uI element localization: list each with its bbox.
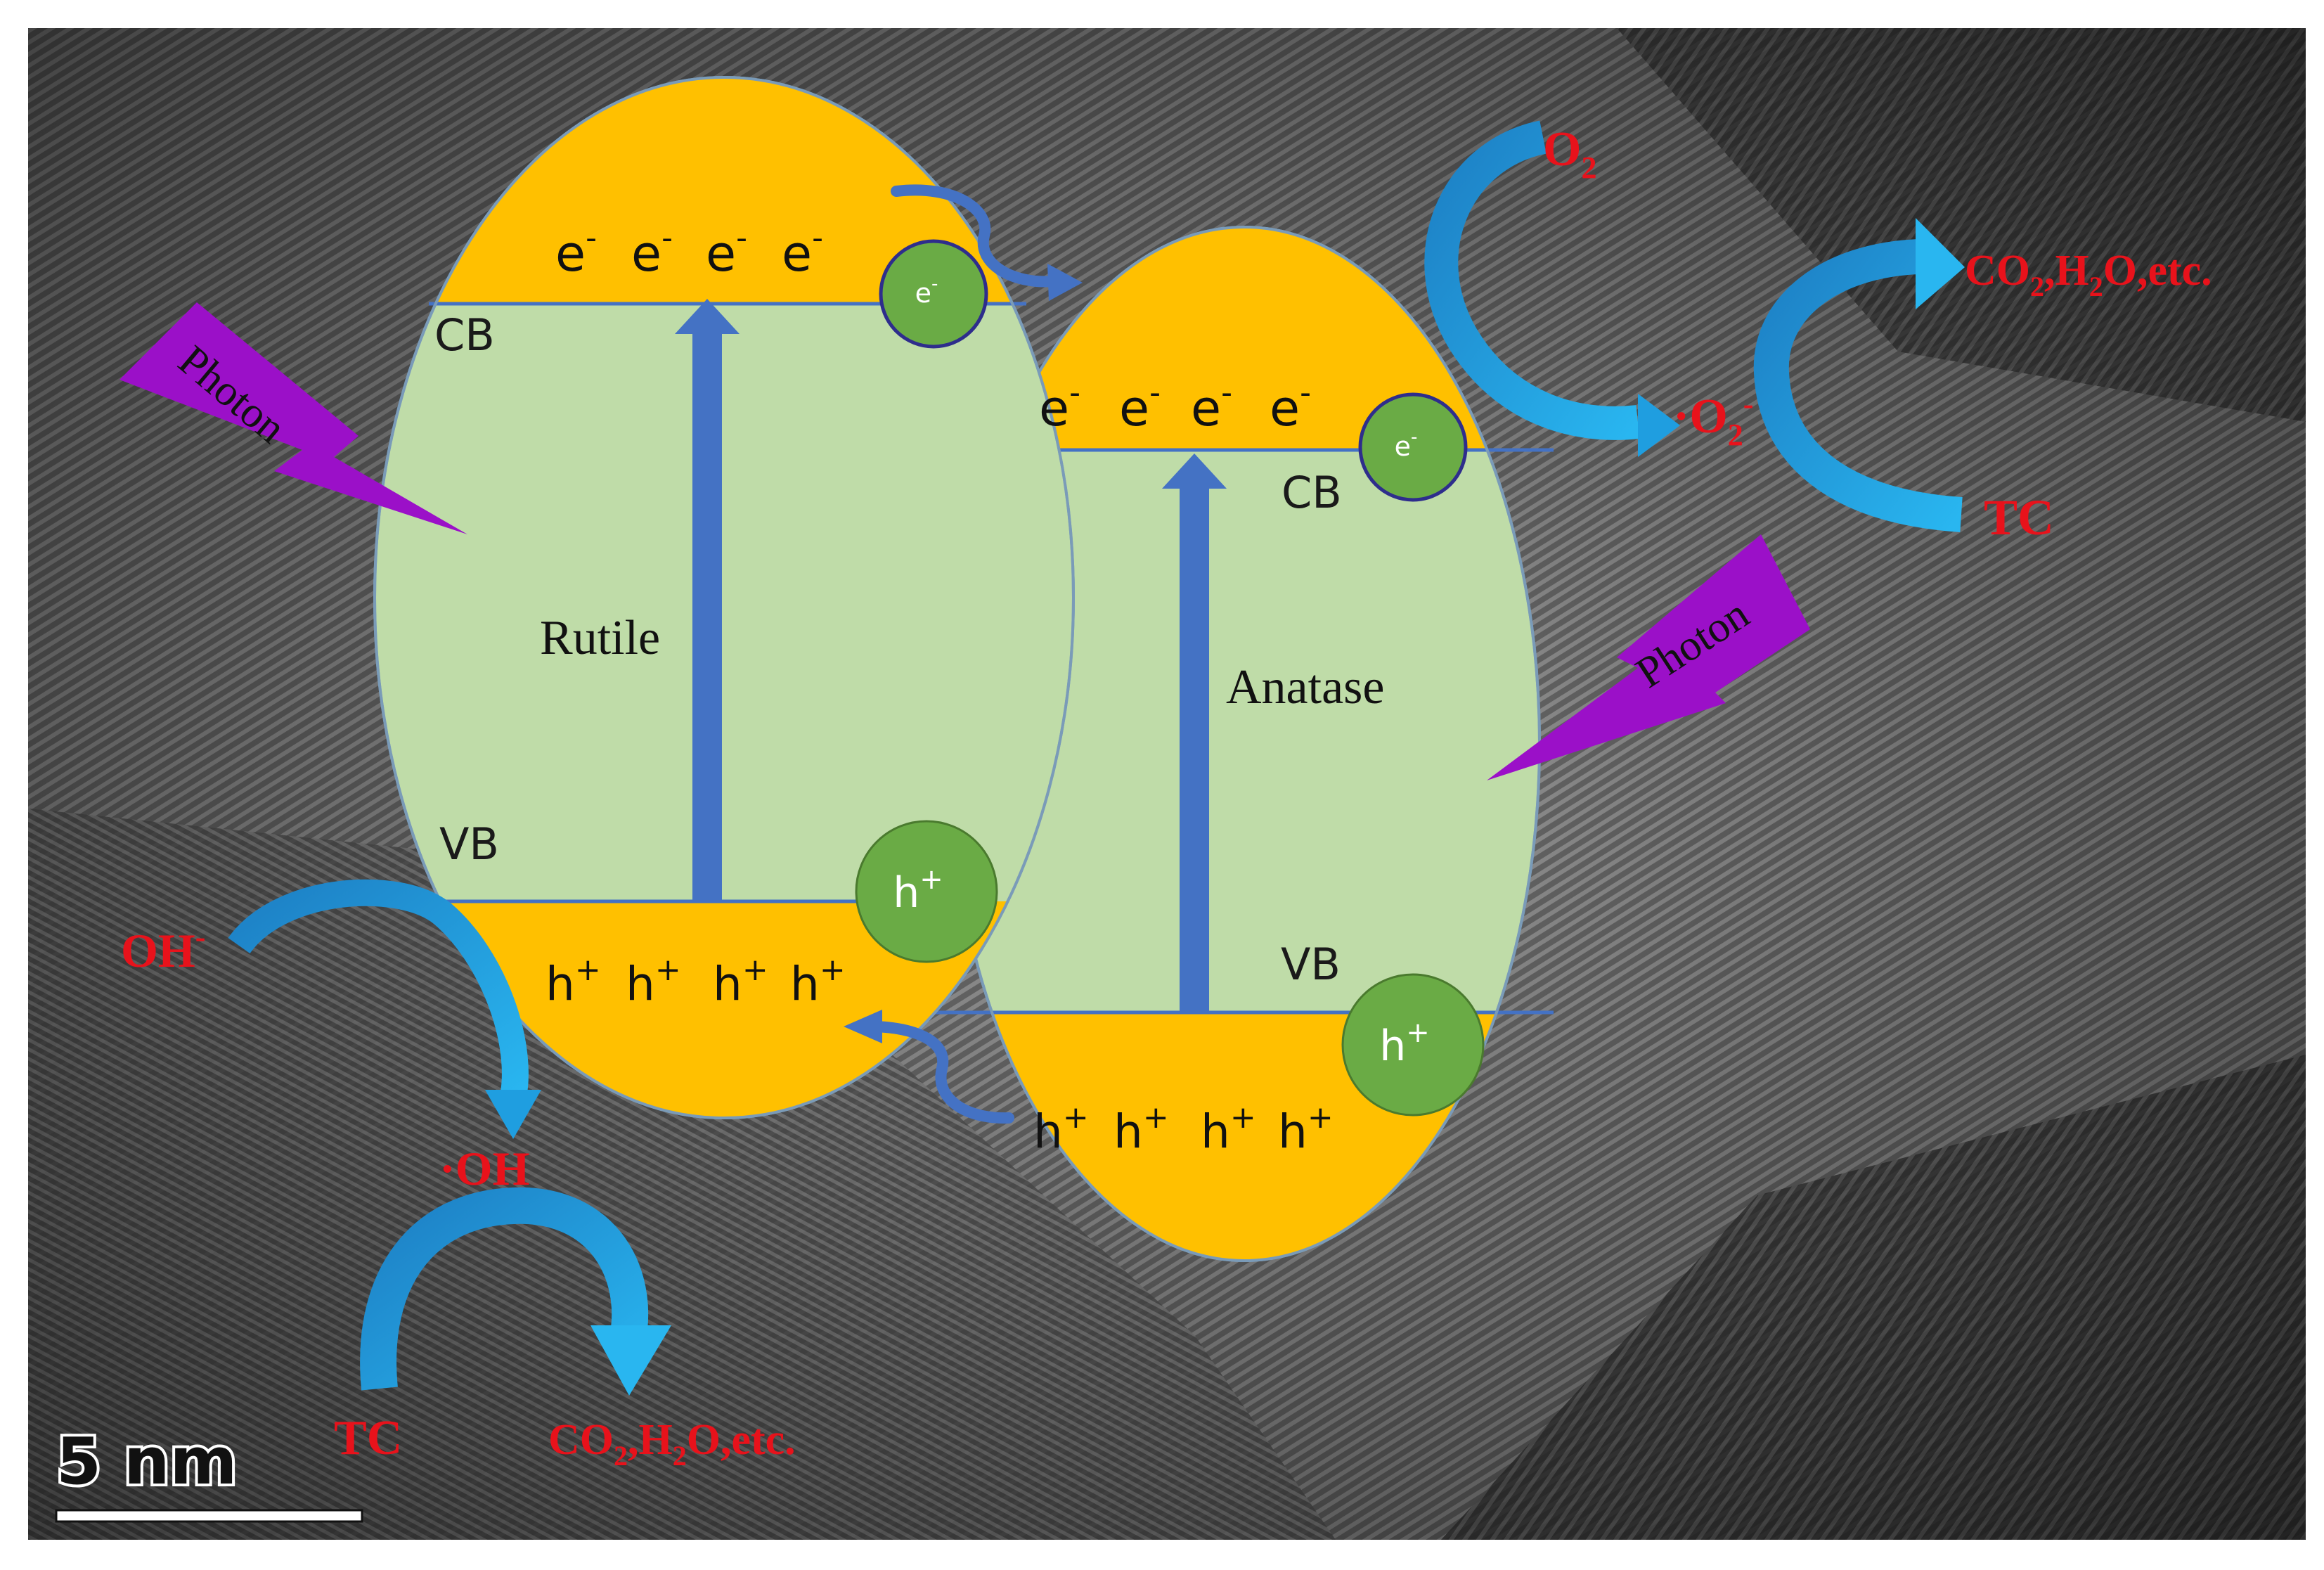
hole: h+ (546, 952, 601, 1011)
tc-left-label: TC (334, 1411, 402, 1465)
rutile-e-circle: e- (879, 239, 988, 349)
rutile-cb-label: CB (434, 309, 495, 361)
scale-bar-label: 5 nm (56, 1424, 237, 1499)
electron-transfer-arrow (891, 184, 1083, 301)
svg-text:h+: h+ (893, 863, 943, 918)
scale-bar: 5 nm (53, 1421, 363, 1523)
anatase-cb-label: CB (1282, 467, 1342, 518)
anatase-e-circle: e- (1358, 392, 1468, 502)
hole: h+ (713, 952, 768, 1011)
products-right-label: CO2,H2O,etc. (1965, 247, 2212, 302)
rutile-holes: h+ h+ h+ h+ (546, 952, 846, 1011)
scale-bar-line (55, 1509, 363, 1523)
electron: e- (1191, 375, 1232, 437)
svg-text:e-: e- (1395, 427, 1418, 462)
electron: e- (1039, 375, 1080, 437)
hole: h+ (1278, 1100, 1334, 1159)
rutile-vb-label: VB (439, 818, 499, 870)
electron: e- (555, 220, 597, 283)
anatase-electrons: e- e- e- e- (1039, 375, 1311, 437)
hole: h+ (626, 952, 681, 1011)
hole: h+ (790, 952, 846, 1011)
rutile-electrons: e- e- e- e- (555, 220, 823, 283)
rutile-excitation-arrow (675, 299, 740, 901)
o2-label: O2 (1543, 122, 1596, 185)
oh-minus-label: OH- (121, 920, 205, 977)
svg-text:e-: e- (915, 274, 938, 309)
products-left-label: CO2,H2O,etc. (548, 1416, 796, 1472)
anatase-holes: h+ h+ h+ h+ (1033, 1100, 1334, 1159)
electron: e- (631, 220, 673, 283)
anatase-label: Anatase (1226, 660, 1384, 714)
oh-oxidation-curve (228, 879, 541, 1139)
tc-right-label: TC (1984, 489, 2054, 546)
rutile-label: Rutile (540, 611, 660, 665)
hole: h+ (1033, 1100, 1089, 1159)
o2-reduction-curve (1424, 120, 1680, 457)
electron: e- (1270, 375, 1311, 437)
tc-degradation-curve-right (1753, 218, 1965, 532)
anatase-h-circle: h+ (1341, 973, 1485, 1117)
anatase-excitation-arrow (1162, 453, 1227, 1014)
hole-transfer-arrow (844, 1010, 1014, 1124)
anatase-vb-label: VB (1281, 939, 1341, 990)
tc-degradation-curve-left (360, 1187, 671, 1396)
hole: h+ (1113, 1100, 1169, 1159)
electron: e- (706, 220, 747, 283)
hole: h+ (1201, 1100, 1256, 1159)
oh-radical-label: ·OH (439, 1142, 529, 1195)
svg-text:h+: h+ (1379, 1017, 1430, 1071)
superoxide-label: ·O2- (1673, 387, 1753, 452)
rutile-h-circle: h+ (855, 820, 998, 963)
electron: e- (782, 220, 823, 283)
electron: e- (1119, 375, 1161, 437)
